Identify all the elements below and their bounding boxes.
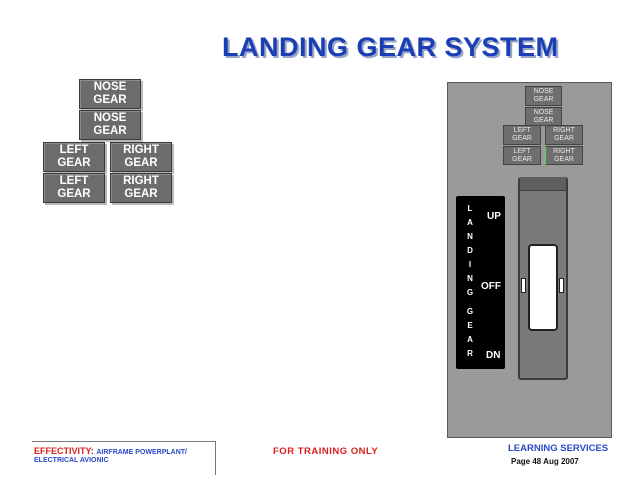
effectivity-value: AIRFRAME POWERPLANT/ [96,449,187,456]
panel-light-nose-gear: NOSE GEAR [525,107,562,126]
lever-detent-right [559,278,564,293]
panel-light-left-gear: LEFT GEAR [503,125,541,145]
position-off-label: OFF [481,281,501,292]
panel-light-right-gear: RIGHT GEAR [545,146,583,165]
placard-letter: A [467,218,473,227]
placard-letter: L [467,204,473,213]
landing-gear-lever-handle[interactable] [528,244,558,331]
legend-light-right-gear: RIGHT GEAR [110,173,172,203]
panel-light-right-gear: RIGHT GEAR [545,125,583,145]
page-info: Page 48 Aug 2007 [511,457,579,466]
footer-divider [32,441,216,442]
legend-light-nose-gear: NOSE GEAR [79,79,141,109]
effectivity-label: EFFECTIVITY: [34,446,94,456]
placard-letter: I [468,260,472,269]
position-dn-label: DN [486,350,501,361]
legend-light-left-gear: LEFT GEAR [43,142,105,172]
footer-divider-vertical [215,441,216,475]
placard-letter: R [467,349,473,358]
placard-letter: D [467,246,473,255]
placard-letter: N [467,274,473,283]
page-title: LANDING GEAR SYSTEM [222,32,559,62]
learning-services-label: LEARNING SERVICES [508,443,609,454]
legend-light-left-gear: LEFT GEAR [43,173,105,203]
placard-letter: A [467,335,473,344]
legend-light-nose-gear: NOSE GEAR [79,110,141,140]
legend-light-right-gear: RIGHT GEAR [110,142,172,172]
placard-letter: N [467,232,473,241]
effectivity-line: EFFECTIVITY: AIRFRAME POWERPLANT/ [34,446,187,456]
placard-letter: G [466,307,474,316]
panel-light-nose-gear: NOSE GEAR [525,86,562,106]
placard-letter: E [467,321,473,330]
effectivity-value: ELECTRICAL AVIONIC [34,457,109,464]
panel-light-left-gear: LEFT GEAR [503,146,541,165]
placard-letter: G [466,288,474,297]
training-notice: FOR TRAINING ONLY [273,446,379,457]
position-up-label: UP [487,211,501,222]
gear-lever-track-cap [520,177,566,191]
landing-gear-placard: L A N D I N G G E A R UP OFF DN [456,196,505,369]
lever-detent-left [521,278,526,293]
